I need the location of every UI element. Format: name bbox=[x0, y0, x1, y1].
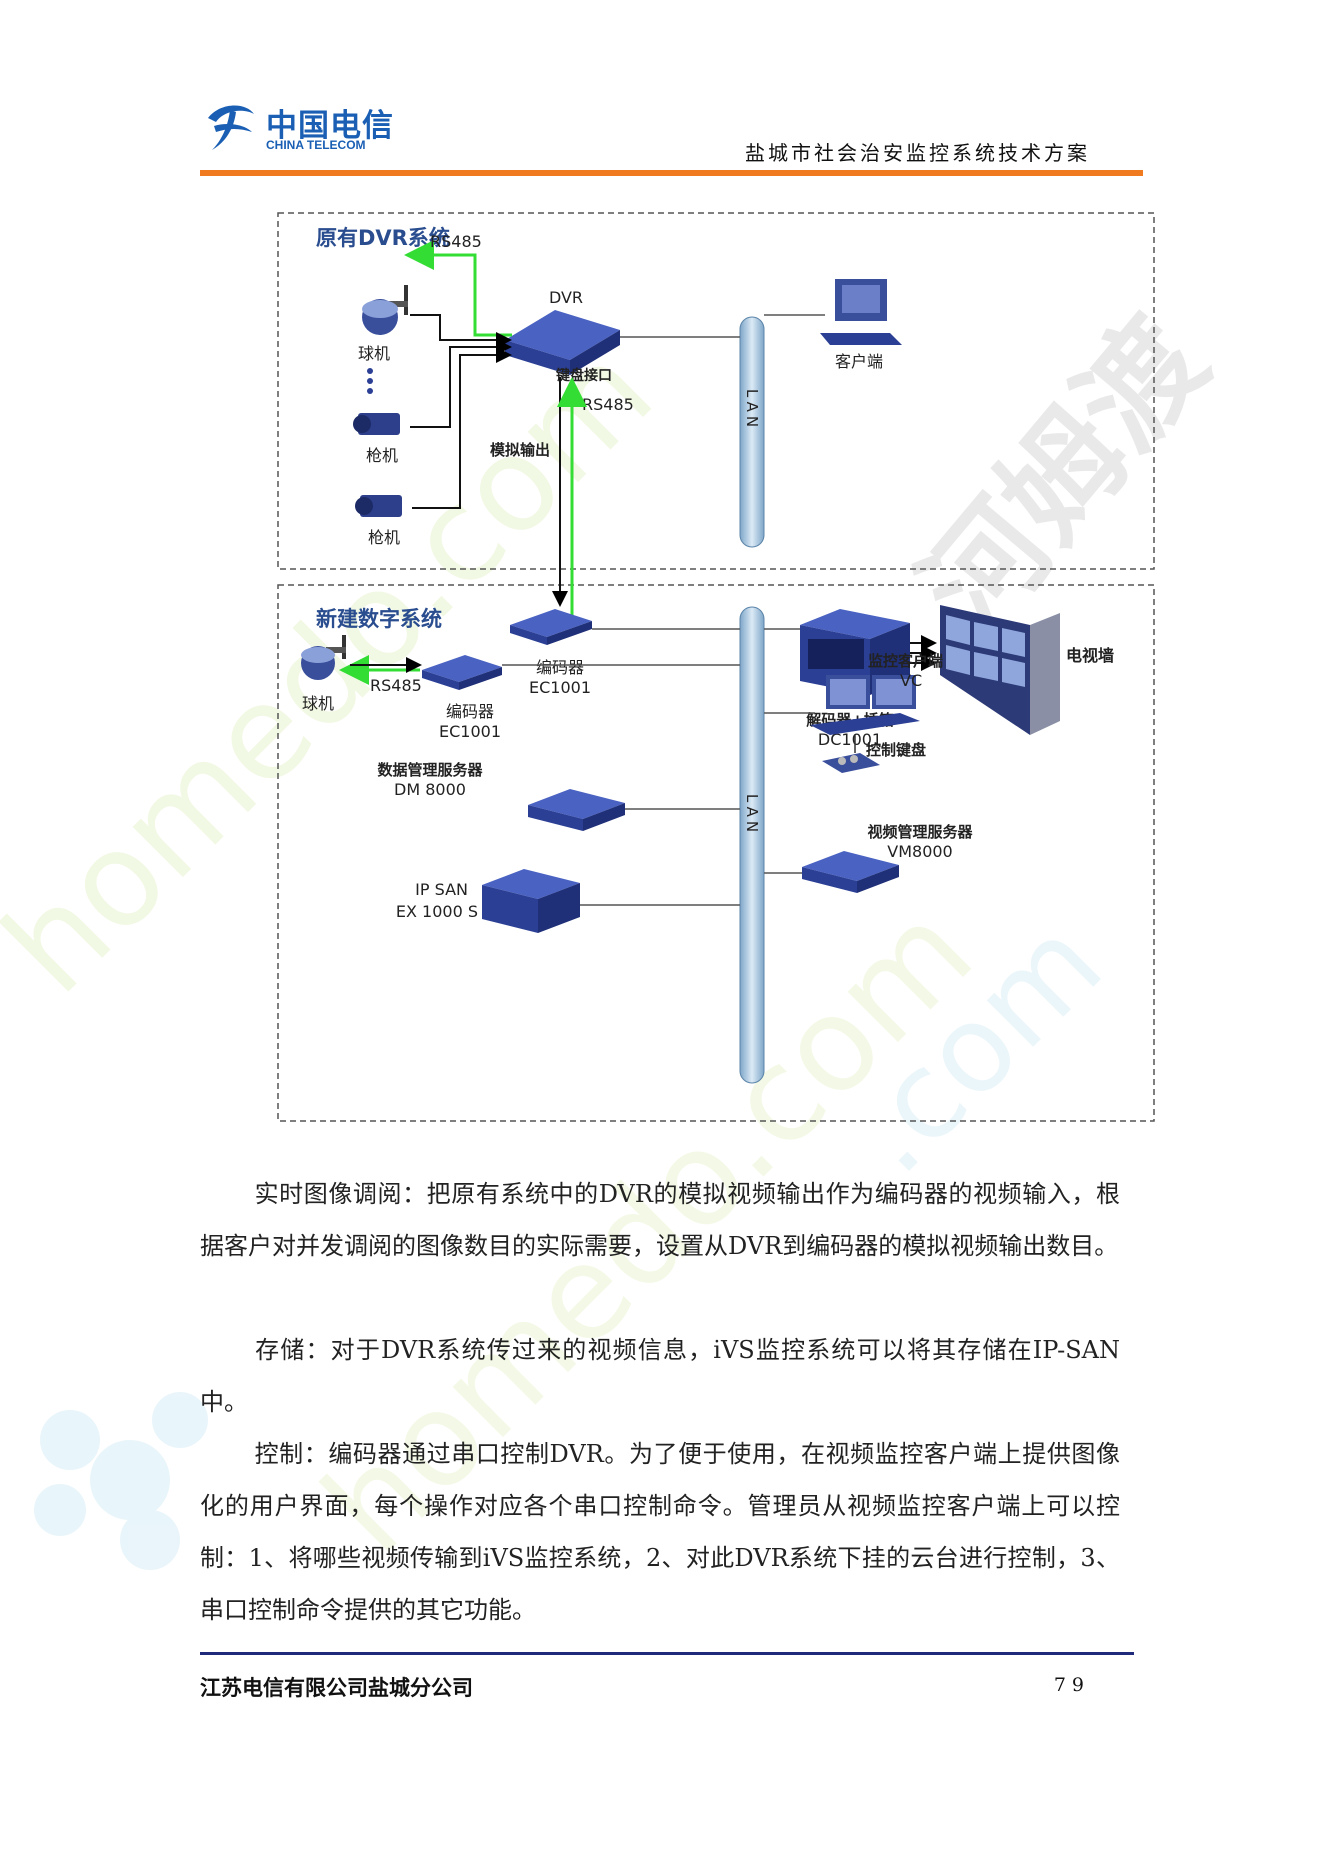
paragraph-storage: 存储：对于DVR系统传过来的视频信息，iVS监控系统可以将其存储在IP-SAN中… bbox=[200, 1336, 1120, 1416]
control-keyboard-label: 控制键盘 bbox=[866, 741, 926, 759]
svg-text:LAN: LAN bbox=[743, 794, 761, 836]
encoder-2-label: 编码器 bbox=[446, 702, 494, 721]
monitor-client-label: 监控客户端 bbox=[868, 652, 943, 670]
dm-server-icon bbox=[528, 789, 625, 831]
dvr-label: DVR bbox=[549, 288, 583, 307]
svg-text:LAN: LAN bbox=[743, 389, 761, 431]
vm-server-model: VM8000 bbox=[887, 842, 952, 861]
box-camera-1-label: 枪机 bbox=[366, 446, 398, 465]
box-camera-1-icon bbox=[353, 413, 400, 435]
footer-rule bbox=[200, 1652, 1134, 1655]
logo-english-text: CHINA TELECOM bbox=[266, 138, 366, 152]
tv-wall-icon bbox=[940, 605, 1060, 735]
camera-dvr-line-3 bbox=[412, 347, 512, 509]
dm-server-model: DM 8000 bbox=[394, 780, 466, 799]
logo-chinese-text: 中国电信 bbox=[266, 108, 394, 144]
vm-server-label: 视频管理服务器 bbox=[867, 823, 973, 841]
ipsan-label: IP SAN bbox=[415, 880, 468, 899]
lan-bar-old: LAN bbox=[739, 316, 765, 548]
box-camera-2-label: 枪机 bbox=[368, 528, 400, 547]
old-dome-label: 球机 bbox=[358, 344, 390, 363]
encoder-1-label: 编码器 bbox=[536, 658, 584, 677]
encoder-1-icon bbox=[510, 609, 592, 645]
header-rule bbox=[200, 170, 1143, 176]
page-number: 79 bbox=[1053, 1674, 1090, 1696]
new-dome-camera-icon bbox=[301, 635, 346, 680]
paragraph-control: 控制：编码器通过串口控制DVR。为了便于使用，在视频监控客户端上提供图像化的用户… bbox=[200, 1440, 1120, 1624]
dvr-device-icon bbox=[505, 310, 620, 375]
monitor-client-model: VC bbox=[900, 671, 922, 690]
telecom-swirl-icon bbox=[208, 105, 254, 150]
new-system-title: 新建数字系统 bbox=[316, 607, 442, 631]
paragraph-realtime: 实时图像调阅：把原有系统中的DVR的模拟视频输出作为编码器的视频输入，根据客户对… bbox=[200, 1180, 1120, 1260]
client-label: 客户端 bbox=[835, 352, 883, 371]
decoder-model: DC1001 bbox=[818, 730, 882, 749]
rs485-right-label: RS485 bbox=[582, 395, 634, 414]
ipsan-storage-icon bbox=[482, 869, 580, 933]
vm-server-icon bbox=[802, 851, 899, 893]
rs485-top-label: RS485 bbox=[430, 232, 482, 251]
client-computer-icon bbox=[820, 279, 902, 345]
lan-bar-new: LAN bbox=[739, 606, 765, 1084]
tv-wall-label: 电视墙 bbox=[1066, 646, 1114, 665]
system-diagram: 原有DVR系统 新建数字系统 LAN LAN 球机 枪机 枪机 DVR 键盘接口… bbox=[277, 212, 1155, 1122]
box-camera-2-icon bbox=[355, 495, 402, 517]
document-title: 盐城市社会治安监控系统技术方案 bbox=[745, 141, 1090, 165]
keyboard-port-label: 键盘接口 bbox=[555, 367, 612, 384]
monitor-client-icon bbox=[810, 675, 920, 735]
control-keyboard-icon bbox=[822, 753, 880, 773]
analog-out-label: 模拟输出 bbox=[490, 441, 550, 459]
camera-dvr-line-1 bbox=[410, 314, 512, 348]
china-telecom-logo: 中国电信 CHINA TELECOM bbox=[200, 96, 400, 156]
old-system-box bbox=[277, 212, 1155, 570]
rs485-top-line bbox=[404, 240, 512, 337]
footer-company: 江苏电信有限公司盐城分公司 bbox=[200, 1675, 473, 1700]
new-rs485-label: RS485 bbox=[370, 676, 422, 695]
ipsan-model: EX 1000 S bbox=[396, 902, 478, 921]
encoder-1-model: EC1001 bbox=[529, 678, 591, 697]
dm-server-label: 数据管理服务器 bbox=[377, 761, 483, 779]
camera-dvr-line-2 bbox=[410, 339, 512, 428]
new-system-box bbox=[277, 584, 1155, 1122]
dome-camera-icon bbox=[362, 285, 408, 335]
encoder-2-model: EC1001 bbox=[439, 722, 501, 741]
new-dome-label: 球机 bbox=[302, 694, 334, 713]
encoder-2-icon bbox=[422, 655, 502, 690]
